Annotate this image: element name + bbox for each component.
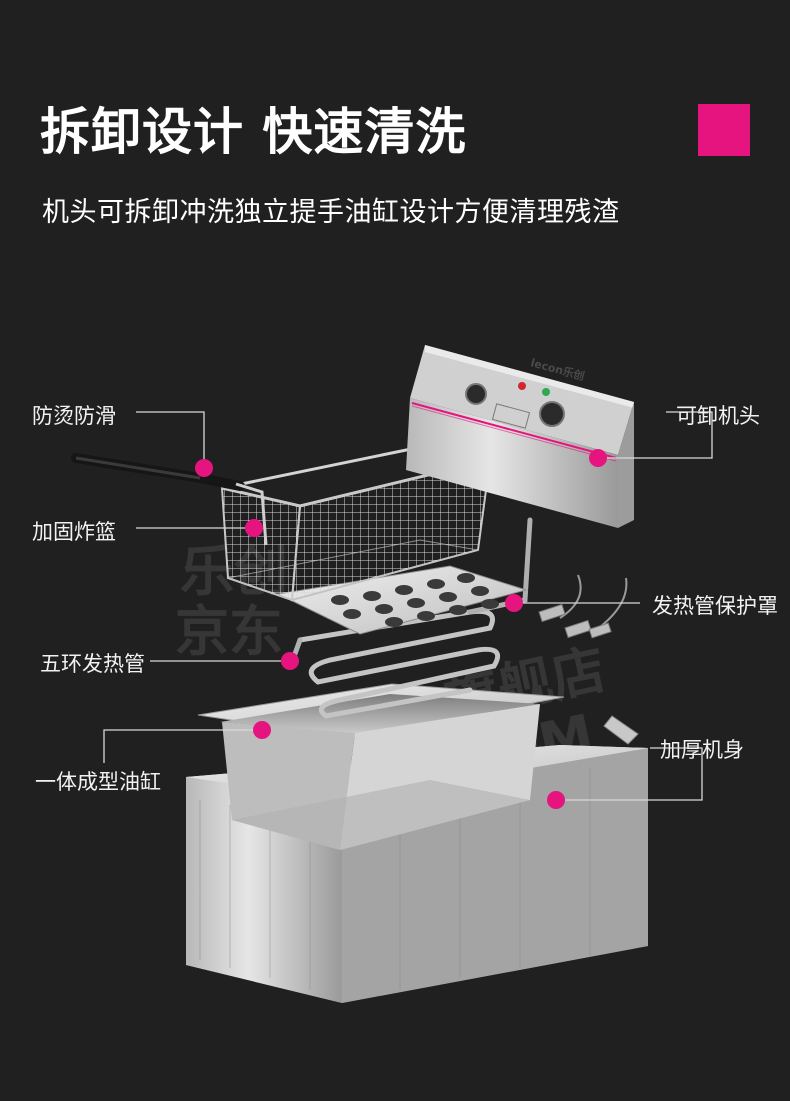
oil-tank <box>197 683 565 850</box>
control-head: lecon乐创 <box>406 345 634 528</box>
dot-element <box>281 652 299 670</box>
label-basket: 加固炸篮 <box>32 520 116 544</box>
dot-tank <box>253 721 271 739</box>
element-guard <box>276 565 628 639</box>
temperature-knob <box>465 383 487 405</box>
label-guard: 发热管保护罩 <box>652 594 778 618</box>
label-tank: 一体成型油缸 <box>35 770 161 794</box>
timer-knob <box>539 401 565 427</box>
dot-head <box>589 449 607 467</box>
power-indicator-green <box>542 388 550 396</box>
callout-lines <box>103 411 713 801</box>
label-element: 五环发热管 <box>40 652 145 676</box>
label-anti-scald: 防烫防滑 <box>32 404 116 428</box>
power-indicator-red <box>518 382 526 390</box>
dot-guard <box>505 594 523 612</box>
label-body: 加厚机身 <box>660 738 744 762</box>
fry-basket <box>71 428 494 602</box>
dot-basket <box>245 519 263 537</box>
dot-body <box>547 791 565 809</box>
watermark-line2: 京东 <box>175 600 283 663</box>
accent-square <box>698 104 750 156</box>
label-head: 可卸机头 <box>676 404 760 428</box>
callout-dots <box>195 449 607 809</box>
dot-anti-scald <box>195 459 213 477</box>
page-subtitle: 机头可拆卸冲洗独立提手油缸设计方便清理残渣 <box>42 197 620 228</box>
page-title: 拆卸设计 快速清洗 <box>40 103 467 161</box>
